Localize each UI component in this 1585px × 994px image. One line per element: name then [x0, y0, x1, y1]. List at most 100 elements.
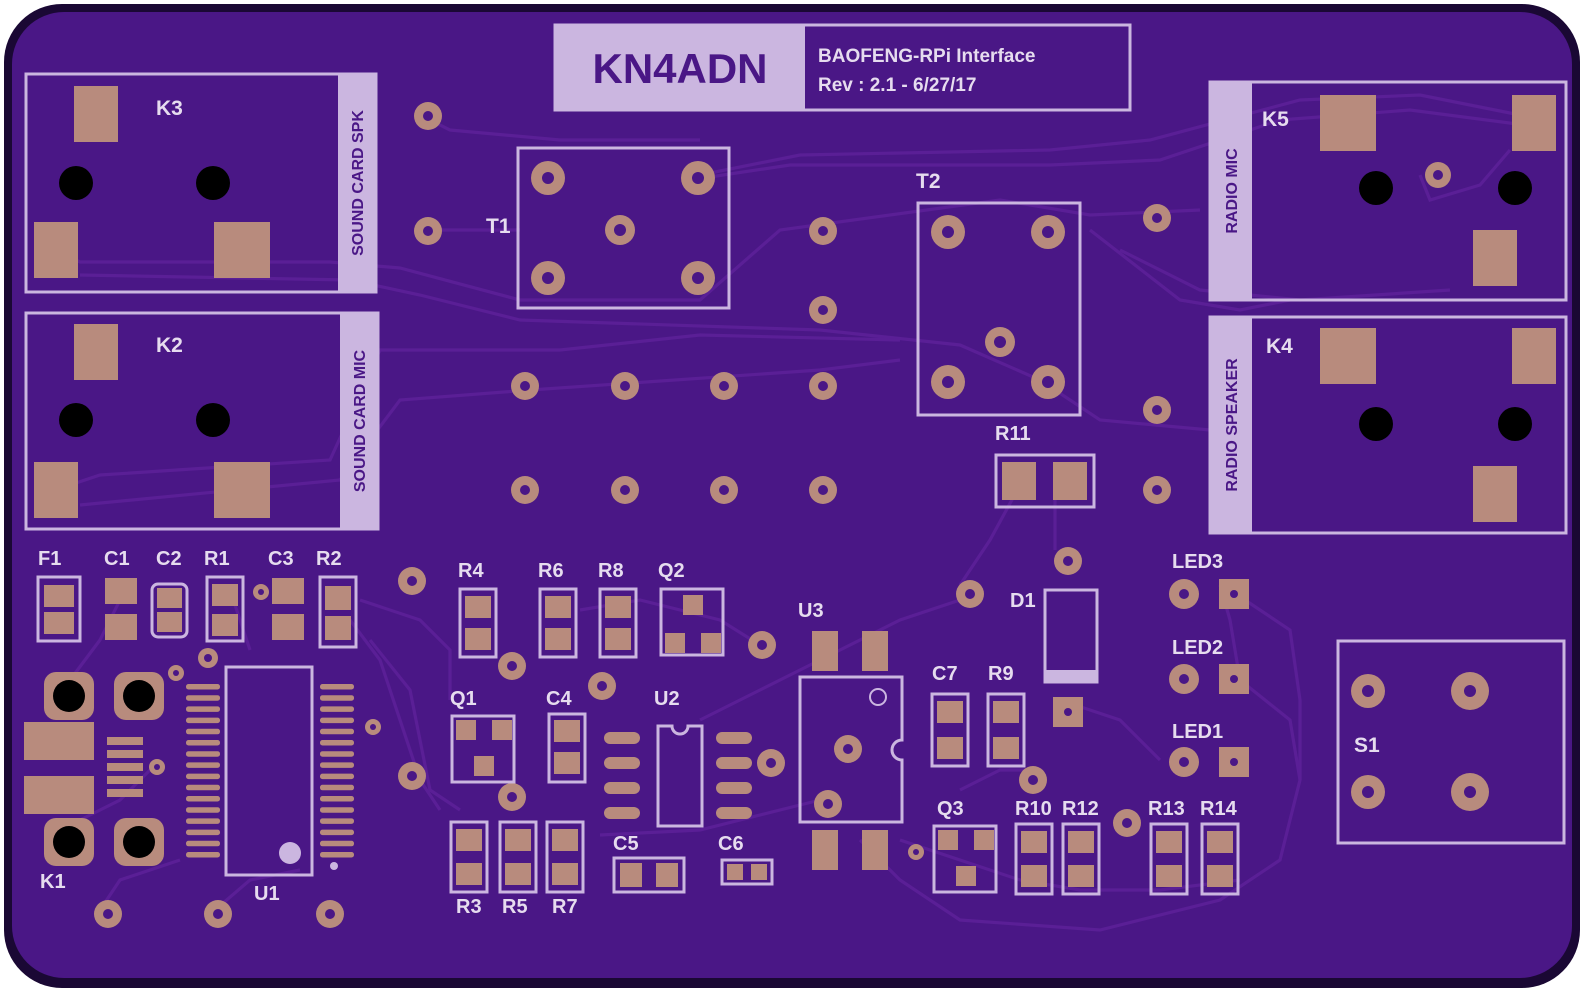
jack-k4: RADIO SPEAKER K4 — [1208, 315, 1568, 535]
smd-row-top-left: F1 C1 C2 R1 C3 R2 — [36, 548, 358, 649]
svg-text:C5: C5 — [613, 833, 639, 855]
svg-text:R1: R1 — [204, 548, 230, 570]
ic-u1: U1 — [186, 665, 354, 905]
u1-pin — [320, 762, 354, 768]
callsign: KN4ADN — [592, 45, 767, 92]
jack-k2: SOUND CARD MIC K2 — [24, 311, 380, 531]
smd-row-bottom-right: Q3 R10 R12 R13 R14 — [932, 798, 1240, 896]
u1-pin — [320, 740, 354, 746]
u1-pin — [320, 829, 354, 836]
k3-label: SOUND CARD SPK — [350, 110, 367, 256]
svg-text:R5: R5 — [502, 896, 528, 918]
k4-label: RADIO SPEAKER — [1224, 358, 1241, 492]
svg-text:R12: R12 — [1062, 798, 1099, 820]
u1-pin — [186, 695, 220, 701]
u1-pin — [320, 840, 354, 847]
u1-pin — [186, 773, 220, 780]
k5-label: RADIO MIC — [1224, 148, 1241, 234]
u1-pin — [320, 796, 354, 802]
svg-text:R13: R13 — [1148, 798, 1185, 820]
resistor-r11: R11 — [994, 423, 1096, 509]
board-substrate — [12, 12, 1572, 978]
svg-text:R9: R9 — [988, 663, 1014, 685]
svg-text:LED1: LED1 — [1172, 721, 1223, 743]
jack-k5: RADIO MIC K5 — [1208, 80, 1568, 302]
k4-ref: K4 — [1266, 335, 1293, 358]
u1-pin — [320, 818, 354, 824]
regulator-u3: U3 — [798, 600, 904, 870]
board-revision: Rev : 2.1 - 6/27/17 — [818, 75, 976, 96]
svg-text:D1: D1 — [1010, 590, 1036, 612]
svg-text:R6: R6 — [538, 560, 564, 582]
svg-text:R14: R14 — [1200, 798, 1238, 820]
svg-text:R3: R3 — [456, 896, 482, 918]
transformer-t2: T2 — [916, 170, 1082, 417]
usb-connector-k1: K1 — [24, 672, 164, 893]
transformer-t1: T1 — [486, 146, 731, 310]
smd-row-bottom-mid: R3 R5 R7 C5 C6 — [449, 820, 774, 918]
svg-text:F1: F1 — [38, 548, 61, 570]
svg-text:K1: K1 — [40, 871, 66, 893]
k5-ref: K5 — [1262, 108, 1289, 131]
u1-pin — [320, 773, 354, 780]
t1-ref: T1 — [486, 215, 511, 238]
svg-text:R8: R8 — [598, 560, 624, 582]
u1-pin — [320, 684, 354, 690]
u1-pin — [320, 717, 354, 724]
u1-pin — [186, 829, 220, 836]
k2-label: SOUND CARD MIC — [352, 349, 369, 492]
u1-pin — [186, 684, 220, 690]
jack-k3: SOUND CARD SPK K3 — [24, 72, 378, 294]
svg-text:R11: R11 — [995, 423, 1031, 445]
svg-text:R10: R10 — [1015, 798, 1052, 820]
u1-pin — [320, 751, 354, 757]
svg-text:R7: R7 — [552, 896, 578, 918]
svg-text:C2: C2 — [156, 548, 182, 570]
u1-pin — [186, 784, 220, 791]
svg-text:Q1: Q1 — [450, 688, 477, 710]
smd-cluster-u2: Q1 C4 U2 — [450, 688, 752, 828]
svg-text:R4: R4 — [458, 560, 484, 582]
svg-text:S1: S1 — [1354, 734, 1380, 757]
u1-pin — [186, 717, 220, 724]
k3-ref: K3 — [156, 97, 183, 120]
switch-s1: S1 — [1336, 639, 1566, 845]
diode-d1: D1 — [1010, 588, 1099, 727]
smd-c7-r9: C7 R9 — [930, 663, 1026, 768]
title-frame — [553, 23, 1132, 112]
u1-pin — [186, 740, 220, 746]
svg-text:LED3: LED3 — [1172, 551, 1223, 573]
svg-text:U2: U2 — [654, 688, 680, 710]
u1-pin — [186, 706, 220, 712]
board-title: BAOFENG-RPi Interface — [818, 46, 1035, 67]
svg-text:C7: C7 — [932, 663, 958, 685]
svg-text:U1: U1 — [254, 883, 280, 905]
u1-pin — [186, 796, 220, 802]
u1-pin — [320, 807, 354, 813]
u1-pin — [320, 784, 354, 791]
u1-pin — [320, 852, 354, 858]
u1-pin — [186, 807, 220, 813]
svg-text:U3: U3 — [798, 600, 824, 622]
u1-pin — [186, 728, 220, 735]
smd-row-middle: R4 R6 R8 Q2 — [458, 560, 725, 659]
svg-text:C4: C4 — [546, 688, 572, 710]
u1-pin — [186, 818, 220, 824]
u1-pin — [320, 695, 354, 701]
u1-pin — [320, 706, 354, 712]
k2-ref: K2 — [156, 334, 183, 357]
via-pads — [94, 102, 1171, 928]
svg-text:C1: C1 — [104, 548, 130, 570]
svg-text:C6: C6 — [718, 833, 744, 855]
u1-pin — [186, 852, 220, 858]
svg-text:LED2: LED2 — [1172, 637, 1223, 659]
svg-text:R2: R2 — [316, 548, 342, 570]
callsign-plate — [555, 25, 805, 110]
u1-pin — [186, 751, 220, 757]
title-block: KN4ADN BAOFENG-RPi Interface Rev : 2.1 -… — [553, 23, 1132, 112]
u1-pin — [186, 840, 220, 847]
svg-text:Q3: Q3 — [937, 798, 964, 820]
t2-ref: T2 — [916, 170, 941, 193]
u1-pin — [186, 762, 220, 768]
